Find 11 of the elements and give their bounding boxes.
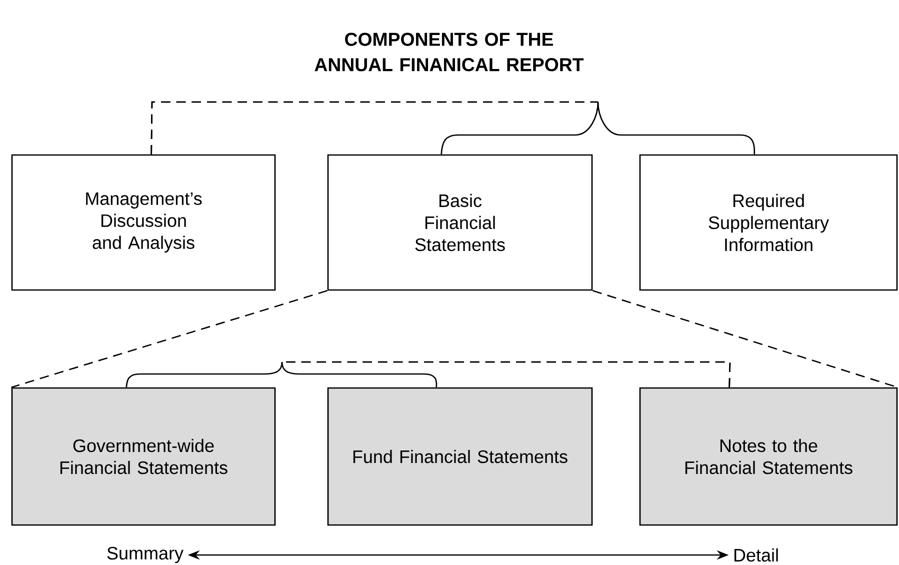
text-box: Basic Financial Statements <box>327 154 593 291</box>
shaded-box: Notes to the Financial Statements <box>639 387 898 526</box>
shaded-box: Fund Financial Statements <box>327 387 593 526</box>
title: COMPONENTS OF THE ANNUAL FINANICAL REPORT <box>314 32 584 72</box>
zoom-line <box>11 290 328 388</box>
text-box: Management’s Discussion and Analysis <box>11 154 276 291</box>
bracket-connector <box>150 101 756 154</box>
scale-label: Detail <box>734 548 778 562</box>
text-box: Required Supplementary Information <box>639 154 898 291</box>
shaded-box: Government-wide Financial Statements <box>11 387 276 526</box>
scale-label: Summary <box>107 546 184 564</box>
